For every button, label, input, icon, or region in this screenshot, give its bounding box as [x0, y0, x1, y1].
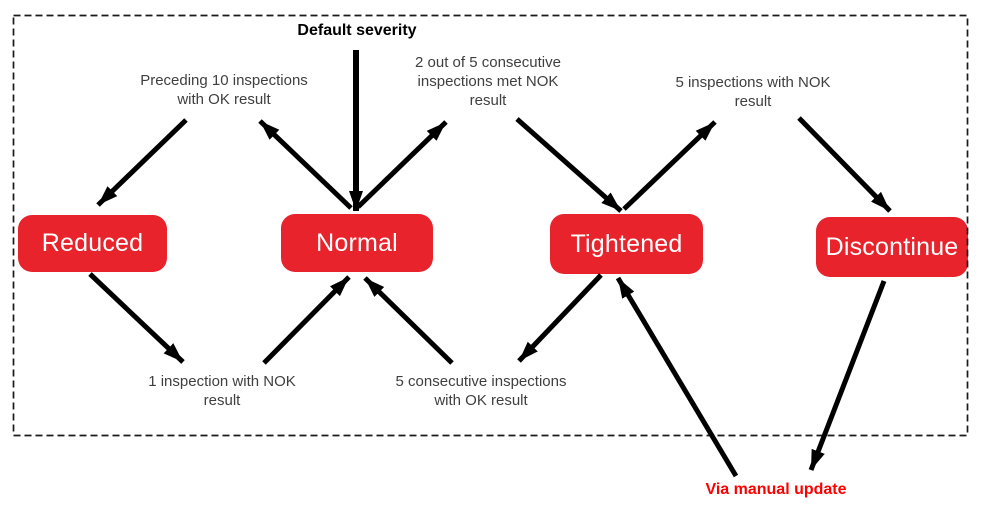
edge-tightened-to-normal-segment-1-arrow [517, 273, 603, 363]
annotation-line: with OK result [177, 91, 271, 108]
edge-normal-to-tightened-segment-1-arrow [356, 120, 448, 209]
annotation-line: Preceding 10 inspections [140, 72, 308, 89]
edge-normal-to-reduced-segment-1-arrow [258, 119, 353, 210]
annotation-line: 1 inspection with NOK [148, 373, 296, 390]
annotation-5-consecutive-ok: 5 consecutive inspections with OK result [361, 372, 601, 410]
edge-manual-update-to-tightened-arrow [615, 276, 739, 478]
state-node-normal-label: Normal [316, 228, 398, 257]
annotation-via-manual-update: Via manual update [656, 480, 896, 499]
state-node-discontinue: Discontinue [816, 217, 968, 277]
annotation-preceding-10-ok: Preceding 10 inspections with OK result [104, 71, 344, 109]
state-node-tightened-label: Tightened [570, 229, 683, 258]
edge-normal-to-reduced-segment-2-arrow [96, 118, 188, 207]
annotation-line: inspections met NOK [417, 73, 559, 90]
annotation-line: with OK result [434, 392, 528, 409]
state-node-normal: Normal [281, 214, 433, 272]
annotation-5-nok: 5 inspections with NOK result [633, 73, 873, 111]
annotation-line: 5 consecutive inspections [395, 373, 567, 390]
edge-tightened-to-discontinue-segment-2-arrow [797, 116, 892, 213]
edge-tightened-to-discontinue-segment-1-arrow [622, 120, 717, 211]
annotation-1-nok: 1 inspection with NOK result [102, 372, 342, 410]
state-node-tightened: Tightened [550, 214, 703, 274]
annotation-line: result [203, 392, 241, 409]
state-node-discontinue-label: Discontinue [825, 232, 959, 261]
annotation-default-severity: Default severity [237, 21, 477, 40]
annotation-2-of-5-nok: 2 out of 5 consecutive inspections met N… [368, 53, 608, 110]
state-node-reduced-label: Reduced [41, 229, 144, 257]
edge-normal-to-tightened-segment-2-arrow [515, 117, 623, 213]
annotation-via-manual-update-text: Via manual update [705, 481, 847, 498]
annotation-line: result [469, 92, 507, 109]
annotation-default-severity-text: Default severity [297, 22, 417, 39]
annotation-line: 2 out of 5 consecutive [415, 54, 561, 71]
annotation-line: result [734, 93, 772, 110]
annotation-line: 5 inspections with NOK [675, 74, 831, 91]
edge-tightened-to-normal-segment-2-arrow [363, 276, 454, 365]
state-node-reduced: Reduced [18, 215, 167, 272]
edge-discontinue-to-manual-update-arrow [808, 280, 887, 471]
edge-reduced-to-normal-segment-1-arrow [88, 272, 185, 364]
edge-reduced-to-normal-segment-2-arrow [262, 275, 351, 365]
